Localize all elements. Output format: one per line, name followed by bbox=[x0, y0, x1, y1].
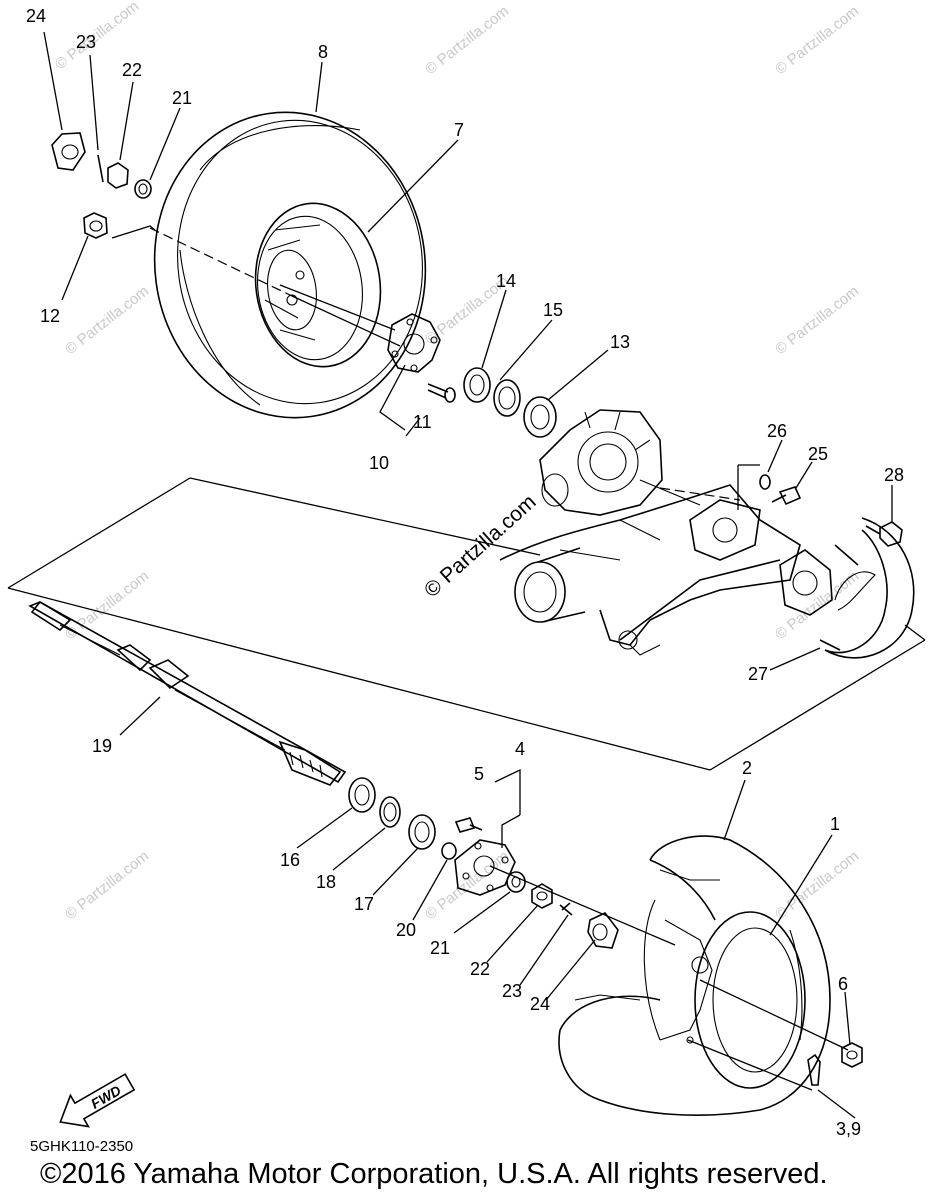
part-label-18: 18 bbox=[316, 872, 336, 892]
top-bearings bbox=[463, 367, 557, 438]
watermark: © Partzilla.com bbox=[62, 283, 152, 359]
part-label-26: 26 bbox=[767, 421, 787, 441]
rear-axle bbox=[28, 600, 347, 786]
part-label-13: 13 bbox=[610, 332, 630, 352]
part-label-8: 8 bbox=[318, 42, 328, 62]
part-label-22: 22 bbox=[122, 60, 142, 80]
part-label-3-9: 3,9 bbox=[836, 1119, 861, 1139]
part-label-2: 2 bbox=[742, 758, 752, 778]
part-label-15: 15 bbox=[543, 300, 563, 320]
bottom-hub bbox=[454, 768, 521, 896]
part-label-27: 27 bbox=[748, 664, 768, 684]
diagram-code: 5GHK110-2350 bbox=[30, 1138, 134, 1155]
top-hub bbox=[387, 313, 441, 373]
bottom-bearings bbox=[348, 777, 457, 860]
stud-11 bbox=[427, 383, 456, 403]
bottom-tire bbox=[558, 835, 831, 1116]
part-label-5: 5 bbox=[474, 764, 484, 784]
part-label-16: 16 bbox=[280, 850, 300, 870]
bottom-axis bbox=[489, 865, 676, 946]
top-small-parts bbox=[51, 132, 152, 239]
watermark: © Partzilla.com bbox=[772, 283, 862, 359]
watermark: © Partzilla.com bbox=[422, 3, 512, 79]
part-label-21: 21 bbox=[172, 88, 192, 108]
part-label-24-bottom: 24 bbox=[530, 994, 550, 1014]
part-label-24: 24 bbox=[26, 6, 46, 26]
exploded-box bbox=[7, 477, 926, 771]
bottom-small-parts bbox=[506, 871, 619, 949]
disc-guard bbox=[819, 517, 915, 659]
part-label-28: 28 bbox=[884, 465, 904, 485]
part-label-23-bottom: 23 bbox=[502, 981, 522, 1001]
part-label-17: 17 bbox=[354, 894, 374, 914]
part-label-25: 25 bbox=[808, 444, 828, 464]
part-label-23: 23 bbox=[76, 32, 96, 52]
part-labels: 24 23 22 21 8 7 12 14 15 13 11 10 26 25 … bbox=[26, 6, 904, 1139]
part-label-10: 10 bbox=[369, 453, 389, 473]
part-label-11: 11 bbox=[413, 412, 432, 432]
part-label-6: 6 bbox=[838, 974, 848, 994]
top-tire bbox=[153, 111, 427, 419]
part-label-21-bottom: 21 bbox=[430, 938, 450, 958]
bottom-nut-valve bbox=[687, 979, 863, 1091]
swingarm-small-parts bbox=[659, 464, 903, 547]
copyright-notice: ©2016 Yamaha Motor Corporation, U.S.A. A… bbox=[40, 1158, 828, 1190]
watermark: © Partzilla.com bbox=[62, 848, 152, 924]
part-label-14: 14 bbox=[496, 271, 516, 291]
part-label-1: 1 bbox=[830, 814, 840, 834]
swingarm-assembly bbox=[499, 409, 833, 656]
fwd-label: FWD bbox=[88, 1082, 124, 1112]
part-label-22-bottom: 22 bbox=[470, 959, 490, 979]
watermark: © Partzilla.com bbox=[772, 3, 862, 79]
top-axis bbox=[111, 225, 421, 437]
fwd-arrow: FWD bbox=[59, 1073, 136, 1128]
watermark: © Partzilla.com bbox=[422, 848, 512, 924]
part-label-19: 19 bbox=[92, 736, 112, 756]
part-label-4: 4 bbox=[515, 739, 525, 759]
part-label-12: 12 bbox=[40, 306, 60, 326]
part-label-20: 20 bbox=[396, 920, 416, 940]
leader-lines bbox=[43, 31, 893, 1119]
part-label-7: 7 bbox=[454, 120, 464, 140]
